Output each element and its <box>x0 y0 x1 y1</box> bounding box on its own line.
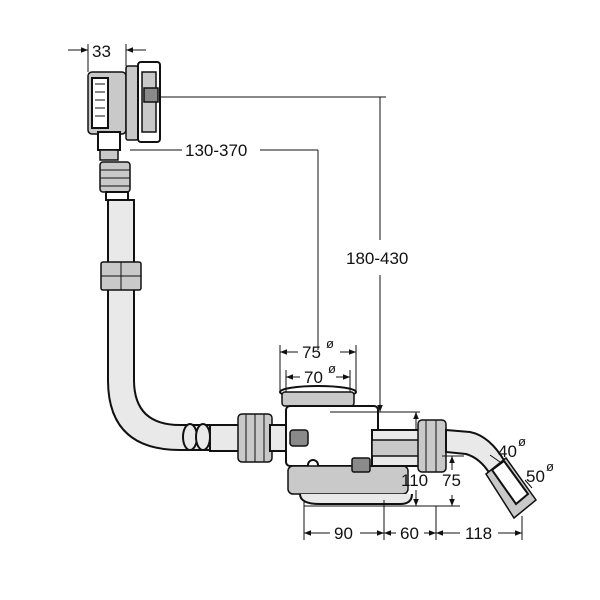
dimension-labels: 33 130-370 180-430 75 ø 70 ø 110 75 90 6… <box>92 42 554 543</box>
dim-horizontal-118: 118 <box>465 524 492 543</box>
diameter-symbol: ø <box>328 361 336 376</box>
dim-overflow-width: 33 <box>92 42 111 61</box>
dim-trap-height: 110 <box>401 471 428 490</box>
dimension-lines <box>68 44 533 540</box>
dim-horizontal-90: 90 <box>334 524 353 543</box>
dim-pipe-diameter-50: 50 <box>526 467 545 486</box>
outlet-elbow <box>417 419 538 520</box>
dim-horizontal-60: 60 <box>400 524 419 543</box>
diameter-symbol: ø <box>546 459 554 474</box>
overflow-head <box>87 61 161 161</box>
cable-pipe <box>99 161 216 451</box>
connector-nut <box>209 413 289 463</box>
dim-outlet-diameter-inner: 70 <box>304 368 323 387</box>
dim-outlet-diameter-outer: 75 <box>302 343 321 362</box>
diameter-symbol: ø <box>518 434 526 449</box>
dim-trap-height-inner: 75 <box>442 471 461 490</box>
diameter-symbol: ø <box>326 336 334 351</box>
dim-overflow-height: 180-430 <box>346 249 408 268</box>
dim-pipe-diameter-40: 40 <box>498 442 517 461</box>
dim-cable-length: 130-370 <box>185 141 247 160</box>
